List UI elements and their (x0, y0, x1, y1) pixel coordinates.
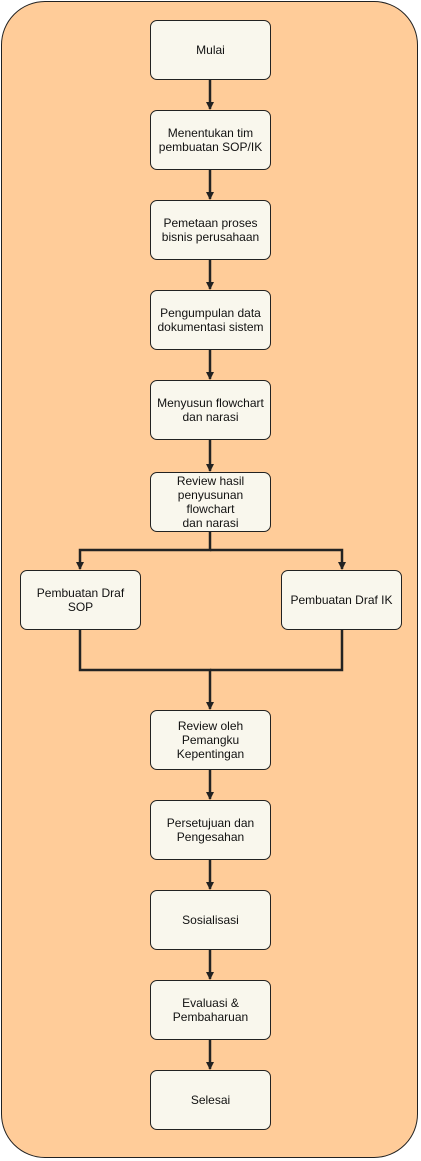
node-draf-sop-label: Pembuatan Draf SOP (36, 586, 125, 614)
edge-review-hasil-draf-sop (76, 532, 212, 570)
node-persetujuan-label: Persetujuan dan Pengesahan (166, 816, 255, 844)
node-sosialisasi: Sosialisasi (150, 890, 271, 950)
node-pengumpulan-data-label: Pengumpulan data dokumentasi sistem (157, 306, 264, 334)
node-evaluasi: Evaluasi & Pembaharuan (150, 980, 271, 1040)
node-selesai-label: Selesai (190, 1093, 231, 1107)
node-review-pemangku-label: Review oleh Pemangku Kepentingan (176, 719, 245, 761)
edge-draf-sop-review-pemangku (78, 630, 214, 710)
node-mulai: Mulai (150, 20, 271, 80)
node-menyusun-flowchart: Menyusun flowchart dan narasi (150, 380, 271, 440)
node-pengumpulan-data: Pengumpulan data dokumentasi sistem (150, 290, 271, 350)
node-draf-ik: Pembuatan Draf IK (281, 570, 402, 630)
node-evaluasi-label: Evaluasi & Pembaharuan (172, 996, 249, 1024)
node-draf-sop: Pembuatan Draf SOP (20, 570, 141, 630)
edge-review-hasil-draf-ik (210, 548, 346, 570)
node-pemetaan-proses-label: Pemetaan proses bisnis perusahaan (161, 216, 260, 244)
node-draf-ik-label: Pembuatan Draf IK (290, 593, 393, 607)
node-menentukan-tim: Menentukan tim pembuatan SOP/IK (150, 110, 271, 170)
node-review-pemangku: Review oleh Pemangku Kepentingan (150, 710, 271, 770)
node-persetujuan: Persetujuan dan Pengesahan (150, 800, 271, 860)
node-sosialisasi-label: Sosialisasi (182, 913, 239, 927)
node-menyusun-flowchart-label: Menyusun flowchart dan narasi (157, 396, 264, 424)
edge-draf-ik-review-pemangku (210, 630, 344, 672)
node-pemetaan-proses: Pemetaan proses bisnis perusahaan (150, 200, 271, 260)
node-selesai: Selesai (150, 1070, 271, 1130)
node-menentukan-tim-label: Menentukan tim pembuatan SOP/IK (158, 126, 263, 154)
node-mulai-label: Mulai (196, 43, 225, 57)
node-review-hasil: Review hasil penyusunan flowchart dan na… (150, 472, 271, 532)
node-review-hasil-label: Review hasil penyusunan flowchart dan na… (176, 474, 245, 530)
